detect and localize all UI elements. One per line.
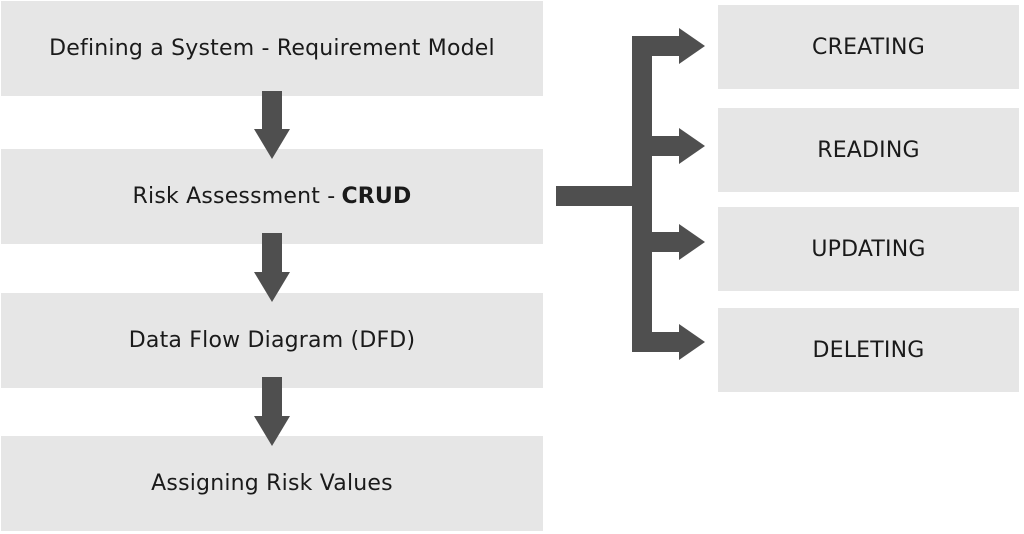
- crud-deleting-label: DELETING: [812, 337, 925, 363]
- step-risk-assessment-label: Risk Assessment -: [132, 184, 336, 209]
- down-arrow-icon: [254, 91, 290, 159]
- step-data-flow-diagram: Data Flow Diagram (DFD): [1, 293, 543, 388]
- branch-spine: [632, 36, 652, 352]
- crud-deleting: DELETING: [718, 308, 1019, 392]
- step-risk-assessment: Risk Assessment - CRUD: [1, 149, 543, 244]
- right-arrow-icon: [632, 28, 705, 64]
- step-assigning-risk-values: Assigning Risk Values: [1, 436, 543, 531]
- crud-updating-label: UPDATING: [811, 236, 926, 262]
- step-assigning-risk-values-label: Assigning Risk Values: [151, 471, 393, 496]
- crud-creating: CREATING: [718, 5, 1019, 89]
- down-arrow-icon: [254, 377, 290, 446]
- crud-reading: READING: [718, 108, 1019, 192]
- step-requirement-model-label: Defining a System - Requirement Model: [49, 36, 495, 61]
- down-arrow-icon: [254, 233, 290, 302]
- step-data-flow-diagram-label: Data Flow Diagram (DFD): [128, 328, 416, 353]
- crud-updating: UPDATING: [718, 207, 1019, 291]
- step-requirement-model: Defining a System - Requirement Model: [1, 1, 543, 96]
- branch-stem: [556, 186, 642, 206]
- right-arrow-icon: [632, 324, 705, 360]
- arrow-group: [254, 28, 705, 446]
- right-arrow-icon: [632, 128, 705, 164]
- step-risk-assessment-crud: CRUD: [341, 184, 412, 209]
- crud-creating-label: CREATING: [812, 34, 925, 60]
- crud-reading-label: READING: [817, 137, 920, 163]
- right-arrow-icon: [632, 224, 705, 260]
